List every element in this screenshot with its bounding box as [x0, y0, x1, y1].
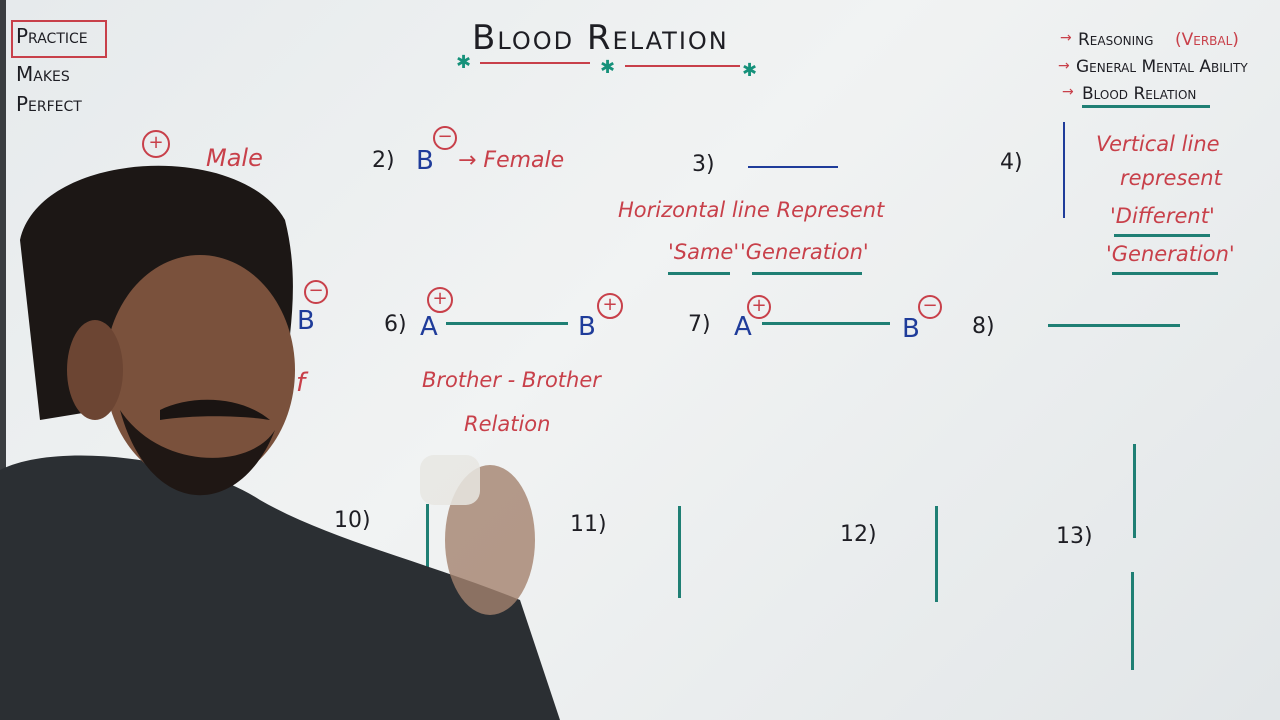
plus-symbol: +: [142, 130, 170, 158]
generation-text: 'Generation': [1106, 242, 1235, 266]
horizontal-line: [1048, 324, 1180, 327]
topic-verbal: (Verbal): [1175, 30, 1239, 50]
different-text: 'Different': [1110, 204, 1215, 228]
item-number: 12): [840, 522, 877, 547]
arrow-icon: →: [1062, 84, 1074, 100]
underline: [1114, 234, 1210, 237]
minus-symbol: −: [918, 295, 942, 319]
same-text: 'Same': [668, 240, 740, 264]
vertical-text: represent: [1120, 166, 1222, 190]
title-underline: [480, 62, 590, 64]
brother-text: Brother - Brother: [422, 368, 601, 392]
presenter-cloth: [420, 455, 480, 505]
presenter-beard: [120, 410, 275, 496]
topic-gma: General Mental Ability: [1076, 57, 1248, 77]
letter-b: B: [902, 314, 920, 344]
corner-text-2: Makes: [16, 62, 70, 86]
item-number: 8): [972, 314, 995, 339]
practice-box: [11, 20, 107, 58]
corner-text-1: Practice: [16, 24, 88, 48]
plus-symbol: +: [427, 287, 453, 313]
letter-f: f: [296, 368, 306, 398]
horizontal-line: [446, 322, 568, 325]
item-number: 10): [334, 508, 371, 533]
vertical-line: [678, 506, 681, 598]
item-number: 13): [1056, 524, 1093, 549]
presenter-ear: [67, 320, 123, 420]
plus-symbol: +: [597, 293, 623, 319]
vertical-line: [1133, 444, 1136, 538]
presenter-jacket: [0, 455, 560, 720]
board-left-edge: [0, 0, 6, 720]
star-icon: ✱: [600, 57, 616, 78]
vertical-text: Vertical line: [1096, 132, 1220, 156]
underline: [668, 272, 730, 275]
presenter-face: [105, 255, 295, 485]
letter-b: B: [297, 306, 315, 336]
letter-a: A: [734, 312, 752, 342]
letter-a: A: [420, 312, 438, 342]
item-number: 2): [372, 148, 395, 173]
plus-symbol: +: [747, 295, 771, 319]
horizontal-line: [762, 322, 890, 325]
arrow-icon: →: [1058, 58, 1070, 74]
item-number: 7): [688, 312, 711, 337]
horizontal-line: [748, 166, 838, 168]
presenter-moustache: [160, 399, 270, 420]
item-number: 6): [384, 312, 407, 337]
male-label: Male: [206, 144, 263, 172]
underline: [1112, 272, 1218, 275]
letter-b: B: [416, 146, 434, 176]
horizontal-text: Horizontal line Represent: [618, 198, 885, 222]
minus-symbol: −: [433, 126, 457, 150]
vertical-line: [1063, 122, 1065, 218]
underline: [752, 272, 862, 275]
female-label: → Female: [458, 148, 565, 173]
relation-text: Relation: [464, 412, 551, 436]
corner-text-3: Perfect: [16, 92, 82, 116]
star-icon: ✱: [456, 52, 472, 73]
topic-reasoning: Reasoning: [1078, 30, 1154, 50]
item-number: 11): [570, 512, 607, 537]
minus-symbol: −: [304, 280, 328, 304]
generation-text: 'Generation': [740, 240, 869, 264]
topic-underline: [1082, 105, 1210, 108]
vertical-line: [935, 506, 938, 602]
arrow-icon: →: [1060, 30, 1072, 46]
vertical-line: [426, 504, 429, 594]
title-underline: [625, 65, 740, 67]
topic-blood-relation: Blood Relation: [1082, 84, 1197, 104]
page-title: Blood Relation: [472, 18, 729, 58]
item-number: 4): [1000, 150, 1023, 175]
star-icon: ✱: [742, 60, 758, 81]
letter-b: B: [578, 312, 596, 342]
item-number: 3): [692, 152, 715, 177]
vertical-line: [1131, 572, 1134, 670]
